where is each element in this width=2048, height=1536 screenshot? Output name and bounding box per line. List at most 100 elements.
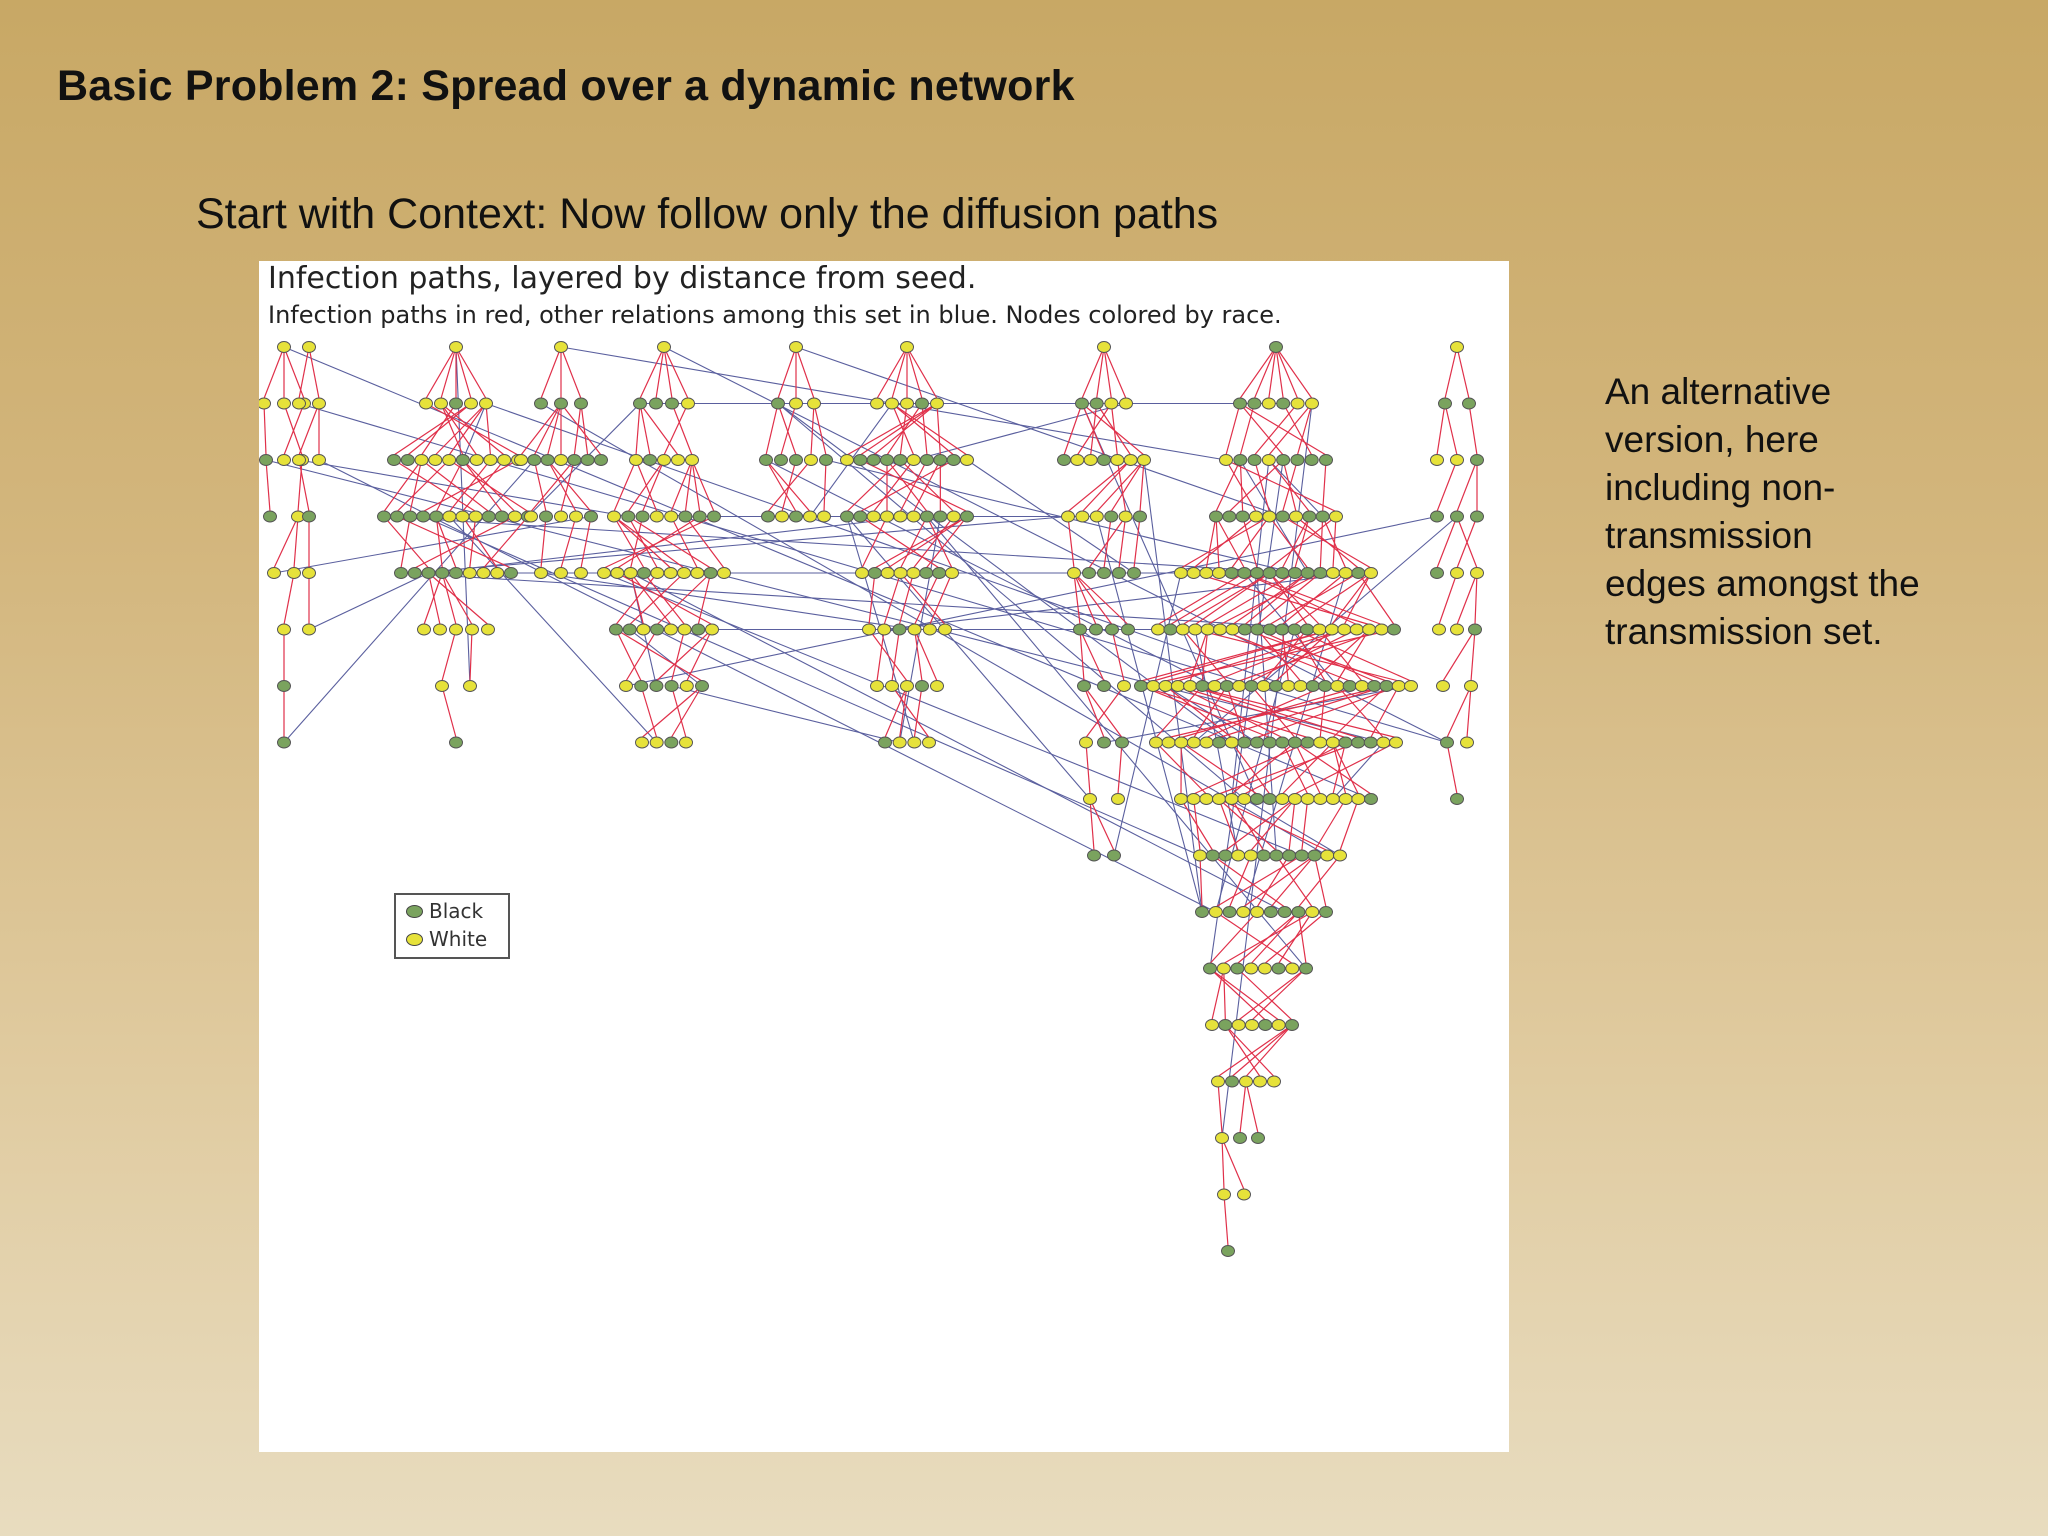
network-node	[449, 623, 463, 636]
network-node	[312, 397, 326, 410]
network-node	[1107, 849, 1121, 862]
slide-title: Basic Problem 2: Spread over a dynamic n…	[57, 62, 1075, 110]
other-relation-edge	[1096, 516, 1203, 913]
network-node	[679, 680, 694, 692]
other-relation-edge	[1332, 742, 1384, 800]
infection-edge	[1444, 346, 1458, 399]
infection-edge	[899, 403, 908, 456]
network-node	[691, 623, 706, 636]
infection-edge	[1275, 629, 1333, 682]
network-node	[1300, 736, 1315, 749]
network-node	[1351, 793, 1366, 805]
infection-edge	[1089, 798, 1115, 851]
network-node	[1199, 567, 1214, 579]
network-node	[1305, 680, 1320, 692]
network-node	[277, 341, 291, 353]
network-node	[1087, 849, 1101, 862]
infection-edge	[1221, 1137, 1245, 1190]
infection-edge	[435, 516, 443, 569]
network-node	[840, 454, 854, 466]
network-node	[1438, 397, 1452, 410]
network-node	[703, 567, 718, 579]
infection-edge	[462, 459, 505, 512]
network-node	[1121, 623, 1135, 636]
network-node	[607, 510, 621, 523]
network-node	[1281, 680, 1296, 692]
side-note-line: edges amongst the	[1605, 563, 1920, 604]
legend-item-black: Black	[406, 899, 483, 923]
infection-edge	[891, 346, 908, 399]
network-node	[892, 623, 907, 636]
infection-edge	[560, 403, 602, 456]
infection-edge	[1442, 629, 1476, 682]
network-node	[1211, 1075, 1225, 1088]
network-node	[707, 510, 721, 523]
network-node	[1324, 623, 1339, 636]
network-node	[1251, 1132, 1265, 1144]
infection-edge	[1081, 346, 1105, 399]
infection-edge	[914, 572, 940, 625]
network-node	[690, 567, 705, 579]
network-node	[878, 736, 892, 749]
infection-edge	[891, 403, 955, 456]
infection-edge	[1205, 516, 1217, 569]
network-node	[277, 454, 291, 466]
network-node	[1097, 736, 1111, 749]
infection-edge	[547, 459, 577, 512]
infection-edge	[900, 516, 928, 569]
infection-edge	[1215, 516, 1245, 569]
network-node	[302, 567, 316, 579]
infection-edge	[684, 459, 693, 512]
infection-edge	[1229, 855, 1252, 908]
network-node	[885, 397, 899, 410]
infection-edge	[1438, 572, 1458, 625]
network-node	[1276, 397, 1291, 410]
network-node	[387, 454, 401, 466]
network-node	[1075, 397, 1089, 410]
network-node	[635, 736, 649, 749]
infection-edge	[1103, 516, 1112, 569]
network-node	[1342, 680, 1357, 692]
infection-edge	[298, 459, 310, 512]
infection-edge	[627, 515, 711, 569]
network-node	[504, 567, 518, 579]
infection-edge	[1322, 459, 1327, 512]
legend-item-white: White	[406, 927, 487, 951]
node-layer	[259, 341, 1484, 1257]
network-node	[1232, 680, 1247, 692]
infection-edge	[613, 516, 645, 569]
network-node	[302, 341, 316, 353]
network-node	[1275, 623, 1290, 636]
infection-edge	[1322, 516, 1347, 569]
other-relation-edge	[383, 515, 1296, 574]
network-node	[623, 567, 638, 579]
infection-edge	[1110, 459, 1145, 512]
network-node	[277, 623, 291, 636]
infection-edge	[671, 403, 693, 456]
infection-edge	[1215, 911, 1293, 964]
network-node	[1258, 1019, 1273, 1031]
network-node	[919, 567, 934, 579]
network-node	[1312, 623, 1327, 636]
network-node	[1073, 623, 1087, 636]
network-node	[771, 397, 785, 410]
infection-edge	[615, 628, 703, 682]
network-node	[1464, 680, 1478, 692]
network-node	[1379, 680, 1394, 692]
infection-edge	[860, 515, 940, 569]
network-node	[619, 680, 633, 692]
infection-edge	[1244, 572, 1382, 626]
infection-edge	[1357, 572, 1395, 625]
infection-edge	[1182, 629, 1228, 682]
other-relation-edge	[1268, 459, 1324, 517]
network-node	[527, 454, 542, 466]
network-node	[1470, 454, 1484, 466]
infection-edge	[891, 403, 915, 456]
infection-edge	[485, 403, 492, 456]
infection-edge	[462, 459, 503, 512]
network-node	[1186, 793, 1201, 805]
network-node	[1250, 793, 1264, 805]
infection-edge	[613, 459, 637, 512]
network-node	[945, 567, 959, 579]
infection-edge	[540, 516, 547, 569]
